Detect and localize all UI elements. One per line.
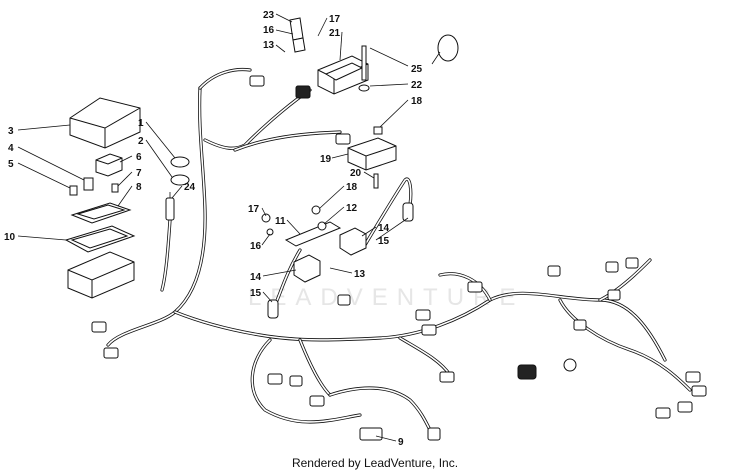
main-harness bbox=[106, 67, 692, 432]
callout-17-top: 17 bbox=[329, 14, 341, 25]
callout-10: 10 bbox=[4, 232, 16, 243]
leader-lines bbox=[17, 13, 441, 442]
fuse-box-base bbox=[67, 251, 135, 299]
callout-21: 21 bbox=[329, 28, 341, 39]
callout-6: 6 bbox=[136, 152, 142, 163]
callout-8: 8 bbox=[136, 182, 142, 193]
callout-1: 1 bbox=[138, 118, 144, 129]
callout-13-mid: 13 bbox=[354, 269, 366, 280]
starter-relays bbox=[293, 227, 367, 283]
relay-bracket bbox=[261, 205, 342, 247]
callout-15-left: 15 bbox=[250, 288, 262, 299]
footer-credit: Rendered by LeadVenture, Inc. bbox=[291, 456, 459, 470]
callout-11: 11 bbox=[275, 216, 286, 227]
grommets bbox=[170, 156, 190, 186]
callout-5: 5 bbox=[8, 159, 14, 170]
clamp-ring bbox=[437, 34, 459, 62]
callout-25: 25 bbox=[411, 64, 423, 75]
callout-4: 4 bbox=[8, 143, 14, 154]
callout-19: 19 bbox=[320, 154, 332, 165]
relay bbox=[95, 153, 123, 177]
fuse-box-gasket bbox=[64, 225, 136, 253]
callout-14-left: 14 bbox=[250, 272, 262, 283]
callout-labels: 23 16 13 17 21 25 22 18 19 20 1 2 3 4 5 … bbox=[4, 10, 423, 448]
callout-16-mid: 16 bbox=[250, 241, 262, 252]
fuse-box-cover bbox=[69, 97, 141, 149]
harness-connectors bbox=[91, 75, 707, 441]
callout-15-right: 15 bbox=[378, 236, 390, 247]
voltage-regulator bbox=[335, 133, 397, 171]
callout-7: 7 bbox=[136, 168, 142, 179]
callout-16-top: 16 bbox=[263, 25, 275, 36]
fuse-block-insert bbox=[70, 202, 132, 224]
callout-18-top: 18 bbox=[411, 96, 423, 107]
callout-14-right: 14 bbox=[378, 223, 390, 234]
callout-23: 23 bbox=[263, 10, 275, 21]
nut-and-screw bbox=[373, 126, 383, 189]
callout-24: 24 bbox=[184, 182, 196, 193]
callout-20: 20 bbox=[350, 168, 362, 179]
terminal-boots bbox=[267, 202, 414, 319]
ecu-module bbox=[317, 55, 369, 95]
bolt bbox=[358, 45, 370, 92]
callout-13-top: 13 bbox=[263, 40, 275, 51]
callout-3: 3 bbox=[8, 126, 14, 137]
sensor bbox=[165, 192, 175, 221]
callout-2: 2 bbox=[138, 136, 144, 147]
callout-22: 22 bbox=[411, 80, 423, 91]
callout-9: 9 bbox=[398, 437, 404, 448]
callout-17-mid: 17 bbox=[248, 204, 260, 215]
callout-18-mid: 18 bbox=[346, 182, 358, 193]
callout-12: 12 bbox=[346, 203, 358, 214]
fuses bbox=[69, 177, 119, 196]
module-bracket bbox=[289, 17, 306, 53]
